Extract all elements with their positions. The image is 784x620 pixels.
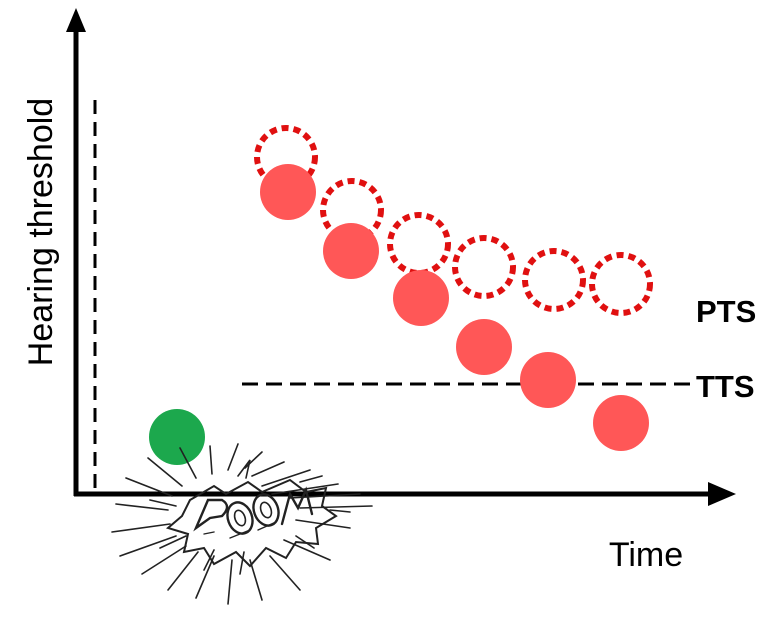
recovered-dot-4 xyxy=(452,235,516,299)
shifted-dot-3 xyxy=(393,270,449,326)
y-axis-arrowhead xyxy=(66,8,86,32)
shifted-dot-4 xyxy=(456,319,512,375)
shifted-threshold-series xyxy=(260,164,649,451)
x-axis-label: Time xyxy=(609,536,683,574)
baseline-threshold-dot xyxy=(149,409,205,465)
recovered-dot-5 xyxy=(522,248,586,312)
shifted-dot-5 xyxy=(520,352,576,408)
pts-label: PTS xyxy=(696,294,756,329)
shifted-dot-1 xyxy=(260,164,316,220)
recovered-dot-1 xyxy=(254,125,318,189)
x-axis-arrowhead xyxy=(708,482,736,506)
recovered-dot-2 xyxy=(320,178,384,242)
recovered-threshold-series xyxy=(254,125,653,316)
shifted-dot-2 xyxy=(323,223,379,279)
recovered-dot-6 xyxy=(589,252,653,316)
explosion-burst-icon xyxy=(111,443,373,605)
tts-label: TTS xyxy=(696,369,755,404)
y-axis-label: Hearing threshold xyxy=(22,98,60,366)
recovered-dot-3 xyxy=(387,212,451,276)
shifted-dot-6 xyxy=(593,395,649,451)
